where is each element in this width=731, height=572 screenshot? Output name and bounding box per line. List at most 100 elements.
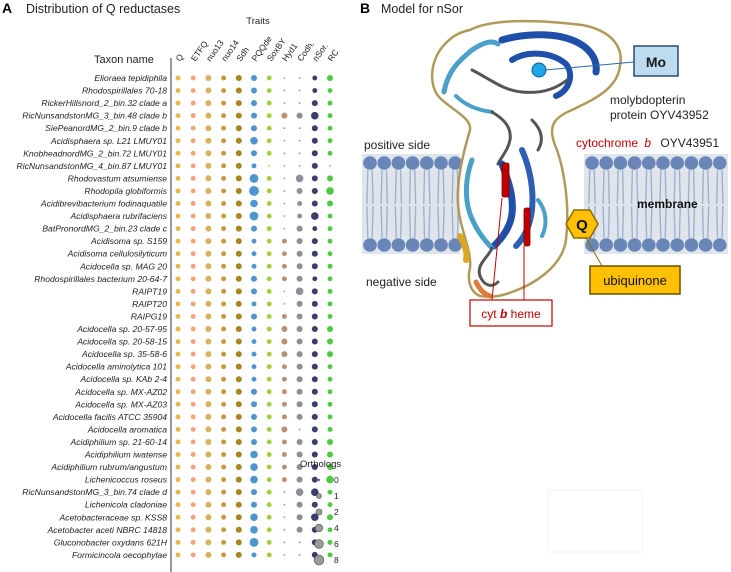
lipid-head [585, 156, 599, 170]
ortholog-dot [190, 75, 196, 81]
ortholog-dot [296, 476, 303, 483]
ortholog-dot [311, 438, 318, 445]
ortholog-dot [281, 263, 287, 269]
ortholog-dot [266, 389, 272, 395]
ortholog-dot [175, 175, 181, 181]
lipid-head [420, 156, 434, 170]
ortholog-dot [327, 125, 333, 131]
lipid-head [405, 156, 420, 170]
lipid-head [434, 156, 448, 170]
ortholog-dot [190, 389, 196, 395]
ortholog-dot [326, 438, 334, 445]
ortholog-dot [251, 351, 257, 357]
ubiquinone-label: ubiquinone [603, 273, 667, 288]
lipid-tail [371, 205, 374, 239]
ortholog-dot [281, 338, 288, 345]
ortholog-dot [250, 125, 258, 132]
ortholog-dot [221, 100, 227, 106]
ortholog-dot [327, 100, 333, 106]
blank-inset-frame [547, 489, 643, 553]
ortholog-dot [283, 177, 286, 180]
lipid-tail [692, 205, 696, 239]
lipid-tail [659, 169, 662, 205]
lipid-head [391, 156, 406, 170]
ortholog-dot [311, 263, 318, 270]
ortholog-dot [283, 528, 286, 531]
ortholog-dot [266, 314, 272, 319]
ortholog-dot [190, 527, 196, 533]
lipid-tail [371, 169, 374, 205]
ortholog-dot [251, 301, 257, 307]
lipid-tail [636, 205, 639, 239]
ortholog-dot [281, 276, 287, 282]
ortholog-dot [311, 288, 318, 295]
lipid-head [642, 156, 656, 170]
ortholog-dot [327, 502, 333, 508]
lipid-tail [380, 169, 383, 205]
ortholog-dot [190, 263, 196, 269]
ortholog-dot [298, 152, 301, 155]
lipid-heads [363, 156, 727, 252]
taxon-label: Acidisoma cellulosilyticum [67, 249, 167, 259]
ortholog-dot [235, 388, 242, 395]
ortholog-dot [296, 238, 303, 245]
ortholog-dot [235, 464, 242, 471]
lipid-tail [664, 169, 667, 205]
ortholog-dot [327, 288, 333, 294]
ortholog-dot [281, 376, 287, 382]
ortholog-dot [221, 238, 227, 244]
ortholog-dot [175, 489, 181, 495]
ortholog-dot [235, 401, 242, 408]
ortholog-dot [283, 516, 286, 519]
ortholog-dot [250, 288, 258, 295]
ortholog-dot [205, 74, 212, 82]
lipid-head [698, 238, 713, 252]
ortholog-dot [311, 351, 318, 358]
ortholog-dot [283, 215, 286, 217]
lipid-tail [385, 169, 388, 205]
ortholog-dot [283, 190, 286, 192]
ortholog-dot [221, 552, 227, 558]
ortholog-dot [190, 213, 196, 219]
ortholog-dot [266, 276, 272, 282]
lipid-tail [437, 205, 440, 239]
ortholog-dot [250, 450, 258, 459]
helix-cyan-2 [454, 94, 494, 114]
taxon-label: Acetobacteraceae sp. KSS8 [59, 512, 168, 522]
heme-pointer-1 [491, 197, 503, 301]
ortholog-dot [221, 288, 227, 294]
ortholog-dot [327, 314, 333, 319]
taxon-label: Gluconobacter oxydans 621H [54, 537, 168, 547]
ortholog-dot [205, 551, 212, 558]
lipid-tail [650, 205, 653, 239]
lipid-tail [602, 169, 605, 205]
ortholog-dot [175, 301, 181, 307]
ortholog-dot [175, 201, 181, 206]
ortholog-dot [205, 501, 212, 508]
ortholog-dot [311, 111, 319, 120]
taxon-label: Acidiphilium iwatense [84, 450, 167, 460]
ortholog-dot [205, 300, 212, 307]
ortholog-dot [175, 314, 181, 319]
lipid-tail [673, 205, 676, 239]
legend-label: 4 [334, 523, 339, 533]
lipid-tail [442, 169, 445, 205]
taxon-label: Acidocella sp. 20-58-15 [76, 337, 167, 347]
legend-label: 0 [334, 475, 339, 485]
lipid-tail [380, 205, 383, 239]
ortholog-dot [283, 127, 286, 130]
ortholog-dot [190, 339, 196, 344]
lipid-tail [588, 169, 591, 205]
ortholog-dot [235, 137, 242, 144]
ortholog-dot [296, 464, 303, 471]
ortholog-dot [221, 175, 227, 181]
ortholog-dot [190, 238, 196, 244]
ortholog-dot [250, 438, 258, 445]
ortholog-dot [175, 452, 181, 457]
ortholog-dot [283, 77, 286, 79]
ortholog-dot [266, 339, 272, 344]
lipid-tail [701, 205, 705, 239]
ortholog-dot [296, 451, 303, 458]
ortholog-dot [175, 100, 181, 106]
helix-yellow [457, 233, 470, 263]
